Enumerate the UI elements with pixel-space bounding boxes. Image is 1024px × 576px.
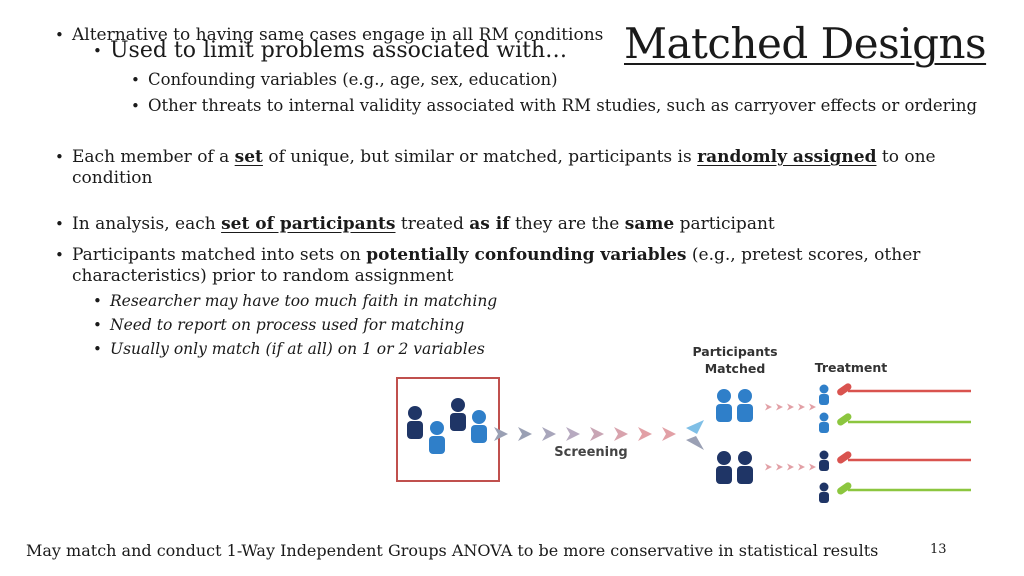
matched-pre-text: Participants matched into sets on [72, 245, 361, 265]
analysis-mid2-text: they are the [514, 214, 620, 234]
analysis-pre-text: In analysis, each [72, 214, 216, 234]
bullet-faith: Researcher may have too much faith in ma… [93, 290, 498, 312]
treatment-row-2 [819, 412, 971, 433]
treatment-row-3 [819, 450, 971, 471]
bullet-usually: Usually only match (if at all) on 1 or 2… [93, 338, 485, 360]
member-pre-text: Each member of a [72, 147, 230, 167]
report-text: Need to report on process used for match… [110, 316, 465, 334]
bullet-confounding: Confounding variables (e.g., age, sex, e… [131, 69, 558, 91]
member-randomly-assigned-text: randomly assigned [697, 147, 877, 167]
matching-diagram: Screening Participants Matched Treatment [396, 344, 971, 503]
member-line2: condition [72, 168, 153, 188]
bullet-threats-text: Other threats to internal validity assoc… [148, 96, 978, 115]
matched-post-text: (e.g., pretest scores, other [691, 245, 921, 265]
participant-pool-icon [407, 398, 487, 454]
participants-matched-label-2: Matched [705, 361, 766, 376]
bullet-report: Need to report on process used for match… [93, 314, 465, 336]
participants-matched-label-1: Participants [692, 344, 777, 359]
page-number: 13 [930, 542, 947, 557]
analysis-mid-text: treated [400, 214, 464, 234]
bullet-used-text: Used to limit problems associated with… [110, 38, 568, 63]
bullet-confounding-text: Confounding variables (e.g., age, sex, e… [148, 70, 558, 89]
screening-arrows-icon [494, 427, 676, 441]
matched-pair-1-icon [716, 389, 753, 422]
footer-note: May match and conduct 1-Way Independent … [26, 541, 879, 560]
analysis-post-text: participant [679, 214, 775, 234]
treatment-label: Treatment [815, 360, 888, 375]
treatment-row-1 [819, 383, 971, 405]
member-post-text: to one [881, 147, 936, 167]
treatment-row-4 [819, 482, 971, 503]
slide-title: Matched Designs [624, 19, 987, 68]
matched-pair-2-icon [716, 451, 753, 484]
analysis-set-of-participants-text: set of participants [221, 214, 396, 234]
bullet-used-to-limit: Used to limit problems associated with… [93, 38, 568, 63]
fork-arrows-icon [686, 420, 704, 450]
analysis-as-if-text: as if [469, 214, 510, 234]
bullet-each-member: Each member of a set of unique, but simi… [55, 146, 936, 168]
faith-text: Researcher may have too much faith in ma… [110, 292, 498, 310]
screening-label: Screening [554, 445, 627, 460]
member-set-text: set [234, 147, 263, 167]
bullet-participants-matched: Participants matched into sets on potent… [55, 244, 921, 266]
member-mid-text: of unique, but similar or matched, parti… [268, 147, 692, 167]
matched-line2: characteristics) prior to random assignm… [72, 266, 454, 286]
bullet-in-analysis: In analysis, each set of participants tr… [55, 213, 775, 235]
assignment-arrows-icon [765, 403, 816, 471]
analysis-same-text: same [624, 214, 675, 234]
usually-text: Usually only match (if at all) on 1 or 2… [110, 340, 485, 358]
bullet-other-threats: Other threats to internal validity assoc… [131, 95, 978, 117]
matched-confounding-text: potentially confounding variables [366, 245, 687, 265]
